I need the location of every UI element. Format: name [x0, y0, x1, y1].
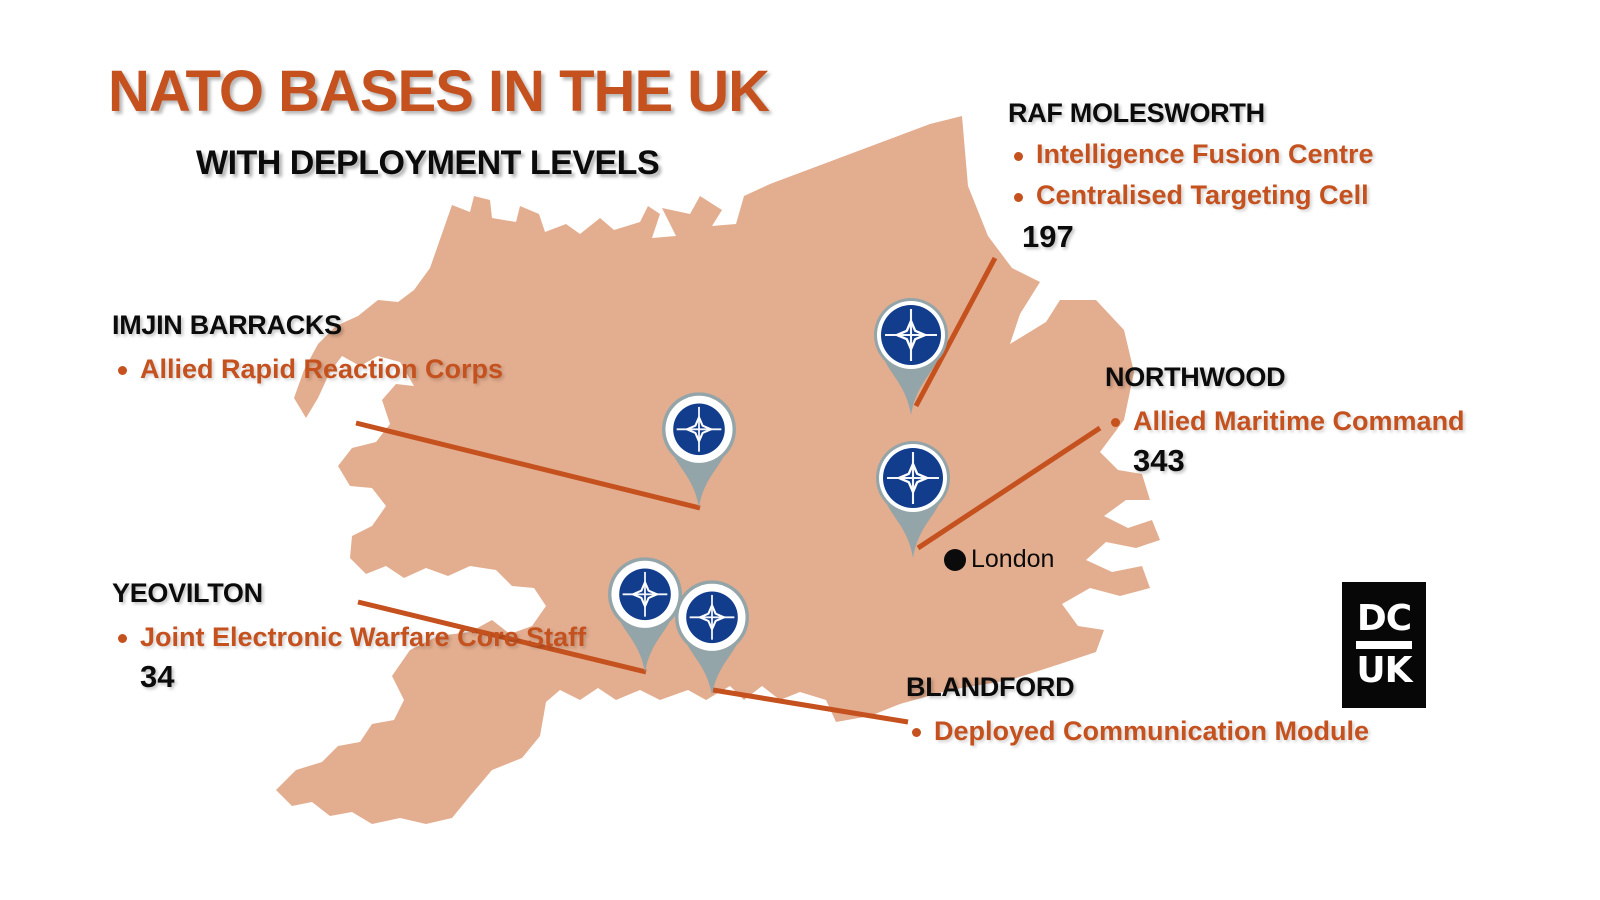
landmass-shape	[276, 116, 1160, 824]
base-label-molesworth: RAF MOLESWORTH Intelligence Fusion Centr…	[1008, 98, 1374, 255]
base-name: YEOVILTON	[112, 578, 263, 608]
unit-item: Deployed Communication Module	[906, 715, 1369, 749]
connector-molesworth	[913, 256, 998, 408]
pin-imjin[interactable]	[662, 392, 736, 508]
connector-yeovilton	[357, 599, 647, 675]
pin-blandford[interactable]	[675, 580, 749, 696]
map-pins	[608, 298, 950, 696]
connector-northwood	[916, 425, 1102, 551]
base-name: RAF MOLESWORTH	[1008, 98, 1265, 128]
pin-yeovilton[interactable]	[608, 557, 682, 673]
city-dot-icon	[944, 548, 966, 571]
pin-molesworth[interactable]	[874, 298, 948, 415]
unit-item: Centralised Targeting Cell	[1008, 180, 1374, 211]
unit-list: Joint Electronic Warfare Core Staff	[112, 621, 586, 655]
page-subtitle: WITH DEPLOYMENT LEVELS	[196, 144, 660, 182]
connector-lines	[355, 256, 1102, 725]
base-label-blandford: BLANDFORD Deployed Communication Module	[906, 672, 1369, 751]
deployment-count: 343	[1133, 442, 1185, 478]
logo-divider-bar	[1356, 641, 1412, 649]
dcuk-logo: DC UK	[1342, 582, 1426, 708]
base-name: BLANDFORD	[906, 672, 1075, 702]
unit-item: Joint Electronic Warfare Core Staff	[112, 621, 586, 655]
base-label-northwood: NORTHWOOD Allied Maritime Command 343	[1105, 362, 1465, 479]
unit-item: Intelligence Fusion Centre	[1008, 139, 1374, 170]
deployment-count: 197	[1022, 218, 1074, 254]
unit-list: Deployed Communication Module	[906, 715, 1369, 749]
unit-item: Allied Maritime Command	[1105, 405, 1465, 439]
base-label-imjin: IMJIN BARRACKS Allied Rapid Reaction Cor…	[112, 310, 503, 389]
unit-list: Allied Maritime Command	[1105, 405, 1465, 439]
logo-line-1: DC	[1356, 598, 1412, 639]
unit-list: Intelligence Fusion Centre Centralised T…	[1008, 139, 1374, 211]
page-title: NATO BASES IN THE UK	[108, 59, 770, 124]
connector-blandford	[712, 687, 909, 725]
base-name: IMJIN BARRACKS	[112, 310, 342, 340]
city-marker-london: London	[944, 545, 1054, 574]
unit-list: Allied Rapid Reaction Corps	[112, 353, 503, 387]
base-label-yeovilton: YEOVILTON Joint Electronic Warfare Core …	[112, 578, 586, 695]
connector-imjin	[355, 420, 701, 511]
base-name: NORTHWOOD	[1105, 362, 1286, 392]
logo-line-2: UK	[1356, 650, 1412, 691]
pin-northwood[interactable]	[876, 441, 950, 558]
city-label: London	[971, 545, 1055, 573]
unit-item: Allied Rapid Reaction Corps	[112, 353, 503, 387]
deployment-count: 34	[140, 658, 175, 694]
